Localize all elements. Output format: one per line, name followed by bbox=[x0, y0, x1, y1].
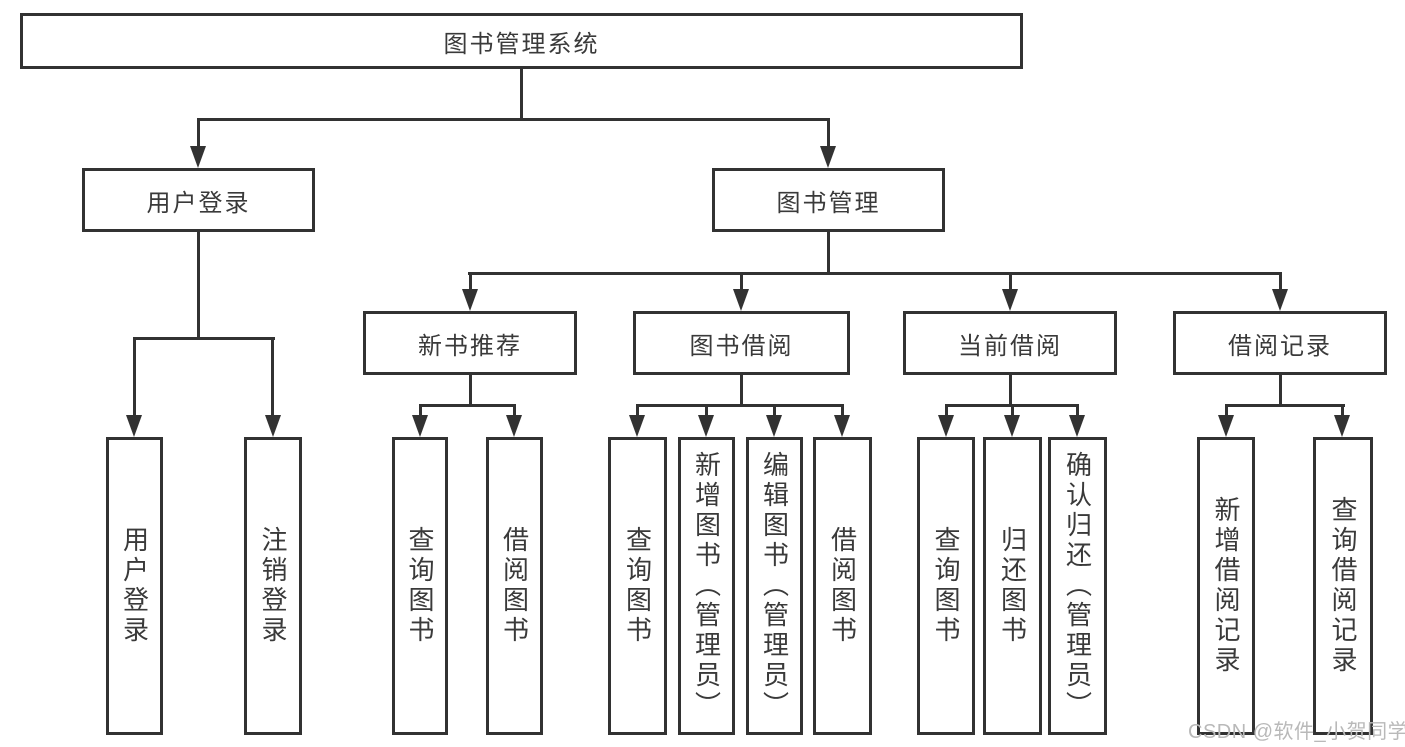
connector-line bbox=[1011, 407, 1014, 419]
node-user-login-leaf: 用户登录 bbox=[106, 437, 163, 735]
arrow-down-icon bbox=[1334, 415, 1350, 437]
node-bb-edit-books-admin: 编辑图书（管理员） bbox=[746, 437, 803, 735]
node-current-borrow: 当前借阅 bbox=[903, 311, 1117, 375]
connector-line bbox=[1279, 375, 1282, 407]
arrow-down-icon bbox=[1272, 289, 1288, 311]
node-bb-query-books: 查询图书 bbox=[608, 437, 667, 735]
node-label: 查询图书 bbox=[931, 526, 961, 646]
connector-line bbox=[740, 375, 743, 407]
node-label: 编辑图书（管理员） bbox=[759, 451, 790, 721]
arrow-down-icon bbox=[126, 415, 142, 437]
connector-line bbox=[1341, 407, 1344, 419]
connector-line bbox=[520, 68, 523, 121]
connector-line bbox=[197, 118, 830, 121]
connector-line bbox=[419, 407, 422, 419]
node-label: 图书管理系统 bbox=[443, 30, 600, 58]
connector-line bbox=[513, 407, 516, 419]
node-label: 图书借阅 bbox=[689, 332, 794, 360]
node-label: 新书推荐 bbox=[418, 332, 522, 360]
node-label: 确认归还（管理员） bbox=[1062, 451, 1093, 721]
node-label: 用户登录 bbox=[119, 526, 150, 646]
node-label: 图书管理 bbox=[776, 189, 881, 217]
node-label: 当前借阅 bbox=[958, 332, 1062, 360]
node-cb-confirm-return-admin: 确认归还（管理员） bbox=[1048, 437, 1107, 735]
connector-line bbox=[1279, 275, 1282, 290]
arrow-down-icon bbox=[1004, 415, 1020, 437]
csdn-watermark: CSDN @软件_小贺同学 bbox=[1188, 721, 1405, 743]
node-label: 归还图书 bbox=[997, 526, 1028, 646]
connector-line bbox=[468, 272, 1282, 275]
node-user-login: 用户登录 bbox=[82, 168, 315, 232]
node-cb-return-books: 归还图书 bbox=[983, 437, 1042, 735]
connector-line bbox=[1225, 404, 1345, 407]
node-label: 借阅图书 bbox=[827, 526, 858, 646]
arrow-down-icon bbox=[1002, 289, 1018, 311]
node-label: 用户登录 bbox=[146, 189, 251, 217]
connector-line bbox=[1009, 375, 1012, 407]
connector-line bbox=[827, 121, 830, 147]
connector-line bbox=[773, 407, 776, 419]
node-bb-borrow-books: 借阅图书 bbox=[813, 437, 872, 735]
node-br-add-record: 新增借阅记录 bbox=[1197, 437, 1255, 735]
node-library-system: 图书管理系统 bbox=[20, 13, 1023, 69]
arrow-down-icon bbox=[629, 415, 645, 437]
arrow-down-icon bbox=[1069, 415, 1085, 437]
node-nb-query-books: 查询图书 bbox=[392, 437, 448, 735]
node-logout-leaf: 注销登录 bbox=[244, 437, 302, 735]
node-br-query-record: 查询借阅记录 bbox=[1313, 437, 1373, 735]
connector-line bbox=[469, 275, 472, 290]
node-label: 注销登录 bbox=[258, 526, 288, 646]
connector-line bbox=[841, 407, 844, 419]
arrow-down-icon bbox=[698, 415, 714, 437]
node-book-borrow: 图书借阅 bbox=[633, 311, 850, 375]
node-bb-add-books-admin: 新增图书（管理员） bbox=[678, 437, 735, 735]
connector-line bbox=[945, 407, 948, 419]
connector-line bbox=[271, 340, 274, 416]
connector-line bbox=[469, 375, 472, 407]
node-label: 借阅图书 bbox=[499, 526, 530, 646]
arrow-down-icon bbox=[766, 415, 782, 437]
arrow-down-icon bbox=[938, 415, 954, 437]
connector-line bbox=[740, 275, 743, 290]
node-label: 新增借阅记录 bbox=[1211, 496, 1241, 676]
arrow-down-icon bbox=[506, 415, 522, 437]
node-nb-borrow-books: 借阅图书 bbox=[486, 437, 543, 735]
connector-line bbox=[133, 340, 136, 416]
arrow-down-icon bbox=[462, 289, 478, 311]
arrow-down-icon bbox=[834, 415, 850, 437]
arrow-down-icon bbox=[190, 146, 206, 168]
node-borrow-records: 借阅记录 bbox=[1173, 311, 1387, 375]
arrow-down-icon bbox=[265, 415, 281, 437]
arrow-down-icon bbox=[412, 415, 428, 437]
connector-line bbox=[705, 407, 708, 419]
arrow-down-icon bbox=[1218, 415, 1234, 437]
node-new-book-recommend: 新书推荐 bbox=[363, 311, 577, 375]
arrow-down-icon bbox=[820, 146, 836, 168]
connector-line bbox=[133, 337, 275, 340]
node-label: 查询借阅记录 bbox=[1328, 496, 1358, 676]
connector-line bbox=[945, 404, 1079, 407]
connector-line bbox=[197, 121, 200, 147]
node-label: 新增图书（管理员） bbox=[691, 451, 722, 721]
node-book-management: 图书管理 bbox=[712, 168, 945, 232]
node-label: 查询图书 bbox=[405, 526, 435, 646]
node-cb-query-books: 查询图书 bbox=[917, 437, 975, 735]
connector-line bbox=[197, 232, 200, 340]
arrow-down-icon bbox=[733, 289, 749, 311]
connector-line bbox=[1225, 407, 1228, 419]
connector-line bbox=[636, 407, 639, 419]
connector-line bbox=[1009, 275, 1012, 290]
connector-line bbox=[636, 404, 844, 407]
node-label: 查询图书 bbox=[622, 526, 653, 646]
node-label: 借阅记录 bbox=[1228, 332, 1332, 360]
connector-line bbox=[419, 404, 516, 407]
connector-line bbox=[827, 232, 830, 275]
connector-line bbox=[1076, 407, 1079, 419]
